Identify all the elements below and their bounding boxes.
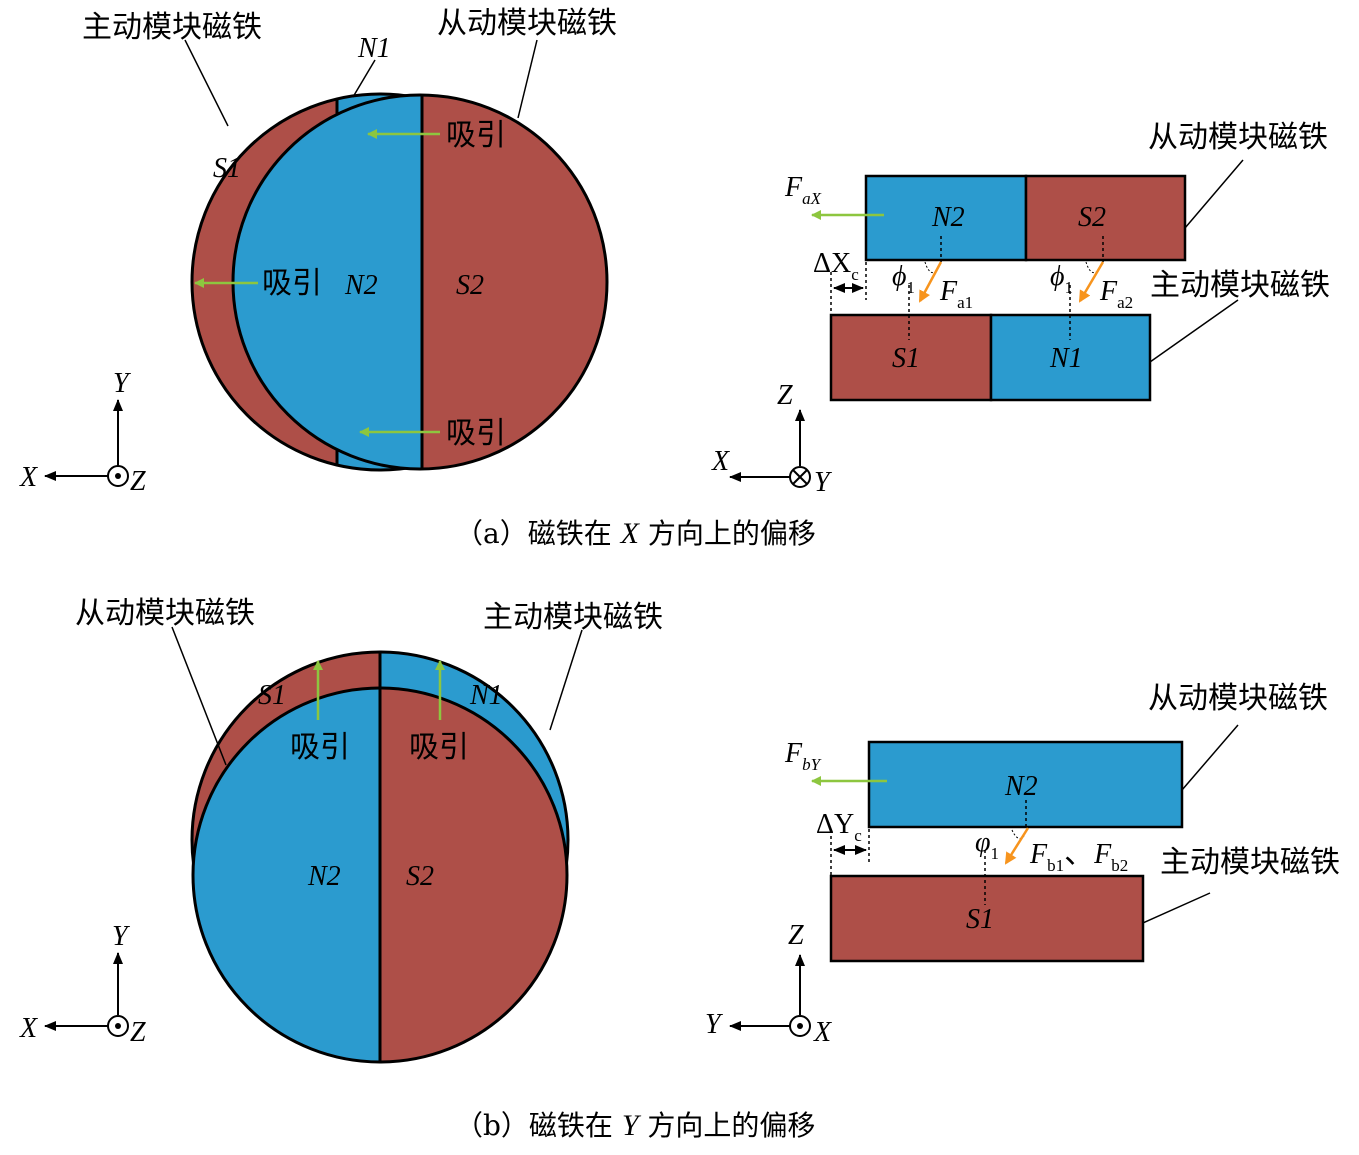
follower-label: 从动模块磁铁 — [75, 596, 255, 631]
follower-label: 从动模块磁铁 — [437, 6, 617, 41]
axis-x: X — [19, 1013, 38, 1044]
axes-xyz: Y X Z — [19, 921, 146, 1048]
force-fa1-label: Fa1 — [939, 276, 973, 312]
axes-xyz: Z Y X — [705, 920, 832, 1048]
force-arrow — [918, 261, 943, 303]
pole-s1: S1 — [892, 343, 920, 374]
driver-label: 主动模块磁铁 — [1150, 268, 1330, 303]
panel-a-side-view: N2 S2 S1 N1 从动模块磁铁 主动模块磁铁 FaX ΔXc ϕ1 Fa1… — [711, 120, 1330, 498]
pole-n2: N2 — [307, 861, 341, 892]
angle-label: ϕ1 — [1050, 261, 1073, 297]
pole-n1: N1 — [1049, 343, 1083, 374]
axis-z: Z — [130, 1017, 146, 1048]
axes-xyz: Z X Y — [711, 380, 833, 498]
axis-y: Y — [112, 921, 131, 952]
pole-n2: N2 — [1004, 771, 1038, 802]
attract-label: 吸引 — [446, 416, 506, 451]
axis-x: X — [813, 1017, 832, 1048]
axis-x: X — [19, 462, 38, 493]
offset-label: ΔYc — [816, 809, 862, 845]
attract-label: 吸引 — [446, 118, 506, 153]
pole-n1: N1 — [469, 680, 503, 711]
attract-label: 吸引 — [290, 730, 350, 765]
panel-a-top-view: 主动模块磁铁 从动模块磁铁 N1 S1 N2 S2 吸引 吸引 吸引 Y X Z — [19, 6, 617, 497]
pole-n2: N2 — [931, 202, 965, 233]
force-fb-label: Fb1、Fb2 — [1029, 836, 1128, 875]
pole-s1: S1 — [213, 153, 241, 184]
panel-b-top-view: 从动模块磁铁 主动模块磁铁 S1 N1 N2 S2 吸引 吸引 Y X Z — [19, 596, 663, 1064]
caption-a: （a）磁铁在 X 方向上的偏移 — [455, 517, 816, 550]
pole-n2: N2 — [344, 270, 378, 301]
offset-label: ΔXc — [813, 248, 859, 284]
attract-label: 吸引 — [409, 730, 469, 765]
angle-label: φ1 — [975, 827, 999, 863]
force-label: FbY — [784, 738, 822, 774]
follower-label: 从动模块磁铁 — [1148, 681, 1328, 716]
angle-label: ϕ1 — [892, 261, 915, 297]
axis-z: Z — [788, 920, 804, 951]
driver-label: 主动模块磁铁 — [483, 600, 663, 635]
force-label: FaX — [784, 172, 822, 208]
follower-label: 从动模块磁铁 — [1148, 120, 1328, 155]
attract-label: 吸引 — [262, 266, 322, 301]
pole-s2: S2 — [1078, 202, 1106, 233]
axis-z: Z — [130, 466, 146, 497]
pole-s2: S2 — [456, 270, 484, 301]
pole-s1: S1 — [966, 904, 994, 935]
axis-y: Y — [113, 368, 132, 399]
axis-z: Z — [777, 380, 793, 411]
force-arrow — [1004, 827, 1030, 865]
force-fa2-label: Fa2 — [1099, 276, 1133, 312]
axis-y: Y — [814, 467, 833, 498]
force-arrow — [1078, 261, 1105, 303]
pole-s2: S2 — [406, 861, 434, 892]
axis-y: Y — [705, 1009, 724, 1040]
follower-magnet-b — [191, 686, 569, 1064]
pole-s1: S1 — [258, 680, 286, 711]
caption-b: （b）磁铁在 Y 方向上的偏移 — [455, 1109, 815, 1142]
axes-xyz: Y X Z — [19, 368, 146, 497]
driver-label: 主动模块磁铁 — [1160, 845, 1340, 880]
driver-label: 主动模块磁铁 — [82, 10, 262, 45]
panel-b-side-view: N2 S1 从动模块磁铁 主动模块磁铁 FbY ΔYc φ1 Fb1、Fb2 Z… — [705, 681, 1340, 1048]
pole-n1: N1 — [357, 33, 391, 64]
axis-x: X — [711, 446, 730, 477]
